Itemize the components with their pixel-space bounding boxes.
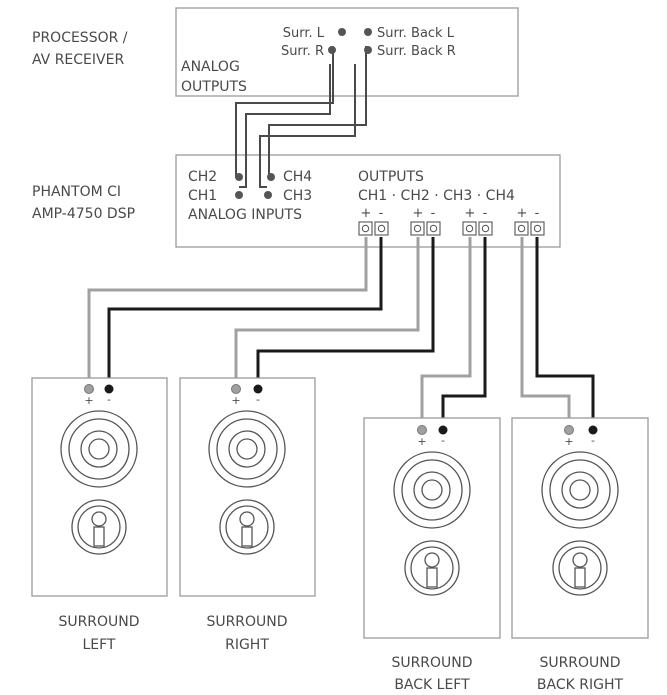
out-ch2-minus-label: -: [431, 206, 436, 221]
out-ch3-plus-label: +: [465, 206, 476, 221]
signal-wire-surr-back-l: [268, 46, 367, 178]
out-ch1-minus-label: -: [379, 206, 384, 221]
port-label-surr-back-r: Surr. Back R: [377, 44, 456, 59]
woofer-icon: [541, 451, 619, 529]
speaker-label-surround-back-left-line1: SURROUND: [391, 655, 472, 671]
speaker-label-surround-right-line1: SURROUND: [206, 614, 287, 630]
input-label-ch4: CH4: [283, 169, 312, 185]
out-ch2-plus-label: +: [413, 206, 424, 221]
sbl-minus-label: -: [441, 434, 445, 447]
port-label-surr-r: Surr. R: [281, 44, 324, 59]
input-label-ch2: CH2: [188, 169, 217, 185]
jack-in-ch3-icon: [264, 191, 272, 199]
speaker-label-surround-left-line2: LEFT: [82, 637, 115, 653]
signal-wire-surr-l: [235, 46, 334, 178]
sbr-plus-label: +: [564, 435, 573, 448]
jack-in-ch1-icon: [235, 191, 243, 199]
speaker-label-surround-right-line2: RIGHT: [225, 637, 269, 653]
jack-in-ch4-icon: [267, 173, 275, 181]
sr-minus-label: -: [256, 393, 260, 406]
output-terminal-ch3-icon: [462, 221, 493, 236]
woofer-icon: [393, 451, 471, 529]
amplifier-label-line2: AMP-4750 DSP: [32, 206, 135, 222]
sbl-plus-label: +: [417, 435, 426, 448]
port-label-surr-back-l: Surr. Back L: [377, 26, 455, 41]
jack-surr-r-icon: [328, 46, 336, 54]
speaker-wire-ch3-negative: [441, 237, 487, 429]
tweeter-icon: [552, 540, 608, 596]
processor-label-line2: AV RECEIVER: [32, 52, 124, 68]
jack-surr-l-icon: [338, 28, 346, 36]
sl-minus-label: -: [107, 393, 111, 406]
outputs-channels-label: CH1 · CH2 · CH3 · CH4: [358, 188, 515, 204]
input-label-ch3: CH3: [283, 188, 312, 204]
speaker-wire-ch1-negative: [107, 237, 383, 388]
woofer-icon: [208, 410, 286, 488]
sr-plus-label: +: [231, 394, 240, 407]
analog-outputs-label-line1: ANALOG: [181, 59, 240, 75]
amplifier-label-line1: PHANTOM CI: [32, 184, 121, 200]
input-label-ch1: CH1: [188, 188, 217, 204]
out-ch4-minus-label: -: [535, 206, 540, 221]
speaker-wire-ch3-positive: [420, 237, 472, 429]
speaker-wire-ch2-positive: [234, 237, 420, 388]
speaker-wire-ch1-positive: [87, 237, 368, 388]
signal-wire-surr-r: [239, 64, 331, 188]
outputs-label: OUTPUTS: [358, 169, 424, 185]
speaker-wire-ch2-negative: [256, 237, 435, 388]
speaker-label-surround-left-line1: SURROUND: [58, 614, 139, 630]
sbr-minus-label: -: [591, 434, 595, 447]
tweeter-icon: [71, 499, 127, 555]
sl-plus-label: +: [84, 394, 93, 407]
jack-surr-back-l-icon: [364, 28, 372, 36]
speaker-surround-back-right: + -: [511, 417, 649, 639]
woofer-icon: [60, 410, 138, 488]
speaker-surround-back-left: + -: [363, 417, 501, 639]
port-label-surr-l: Surr. L: [283, 26, 325, 41]
speaker-label-surround-back-right-line2: BACK RIGHT: [537, 677, 624, 693]
speaker-surround-right: + -: [179, 377, 316, 597]
speaker-wire-ch4-negative: [535, 237, 595, 429]
processor-box: [175, 7, 519, 97]
speaker-wire-ch4-positive: [520, 237, 571, 429]
signal-wire-surr-back-r: [259, 64, 356, 188]
out-ch1-plus-label: +: [361, 206, 372, 221]
jack-surr-back-r-icon: [364, 46, 372, 54]
speaker-label-surround-back-left-line2: BACK LEFT: [394, 677, 470, 693]
analog-inputs-label: ANALOG INPUTS: [188, 207, 302, 223]
processor-label-line1: PROCESSOR /: [32, 30, 128, 46]
output-terminal-ch2-icon: [410, 221, 441, 236]
out-ch4-plus-label: +: [517, 206, 528, 221]
out-ch3-minus-label: -: [483, 206, 488, 221]
output-terminal-ch1-icon: [358, 221, 389, 236]
speaker-surround-left: + -: [31, 377, 168, 597]
jack-in-ch2-icon: [235, 173, 243, 181]
tweeter-icon: [404, 540, 460, 596]
analog-outputs-label-line2: OUTPUTS: [181, 79, 247, 95]
speaker-label-surround-back-right-line1: SURROUND: [539, 655, 620, 671]
tweeter-icon: [219, 499, 275, 555]
output-terminal-ch4-icon: [514, 221, 545, 236]
